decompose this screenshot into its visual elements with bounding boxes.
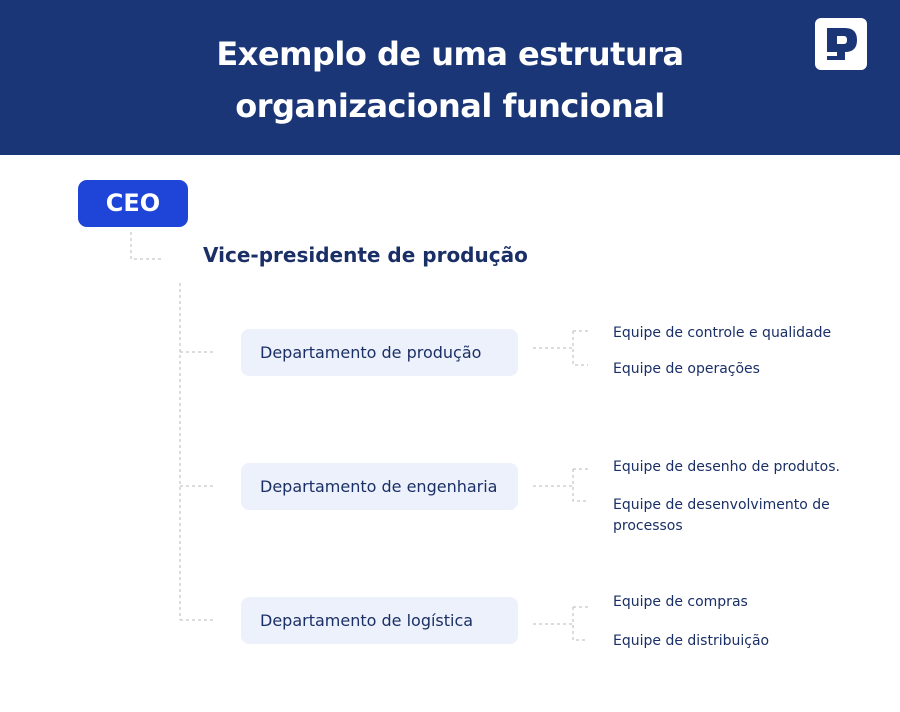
team-quality-control: Equipe de controle e qualidade xyxy=(613,325,832,341)
team-process-development: Equipe de desenvolvimento de processos xyxy=(613,497,830,534)
header-banner: Exemplo de uma estrutura organizacional … xyxy=(0,0,900,155)
team-operations: Equipe de operações xyxy=(613,361,760,377)
team-purchasing: Equipe de compras xyxy=(613,594,748,610)
connector-ceo-vp xyxy=(130,232,163,260)
p-logo-icon xyxy=(815,18,867,70)
title-line-2: organizacional funcional xyxy=(235,87,665,125)
department-engineering: Departamento de engenharia xyxy=(241,463,518,510)
ceo-box: CEO xyxy=(78,180,188,227)
page-title: Exemplo de uma estrutura organizacional … xyxy=(0,28,900,132)
team-product-design: Equipe de desenho de produtos. xyxy=(613,459,840,475)
title-line-1: Exemplo de uma estrutura xyxy=(216,35,684,73)
vice-president-label: Vice-presidente de produção xyxy=(203,243,528,267)
department-logistics: Departamento de logística xyxy=(241,597,518,644)
team-distribution: Equipe de distribuição xyxy=(613,633,770,649)
department-production: Departamento de produção xyxy=(241,329,518,376)
